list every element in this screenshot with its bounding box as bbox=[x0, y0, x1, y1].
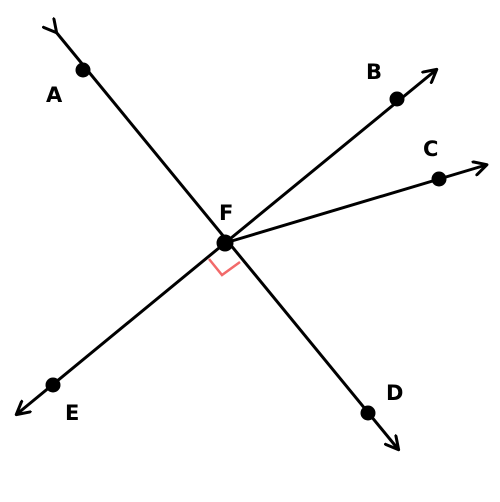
ray-fb bbox=[224, 70, 436, 245]
label-d: D bbox=[386, 381, 403, 405]
point-f bbox=[216, 234, 234, 252]
label-f: F bbox=[219, 201, 233, 225]
point-a bbox=[75, 62, 91, 78]
point-c bbox=[431, 171, 447, 187]
label-c: C bbox=[423, 137, 438, 161]
point-b bbox=[389, 91, 405, 107]
label-b: B bbox=[366, 60, 382, 84]
right-angle-marker bbox=[208, 258, 241, 277]
label-a: A bbox=[46, 83, 63, 107]
point-e bbox=[45, 377, 61, 393]
point-d bbox=[360, 405, 376, 421]
ray-fc bbox=[224, 165, 486, 245]
label-e: E bbox=[65, 401, 79, 425]
